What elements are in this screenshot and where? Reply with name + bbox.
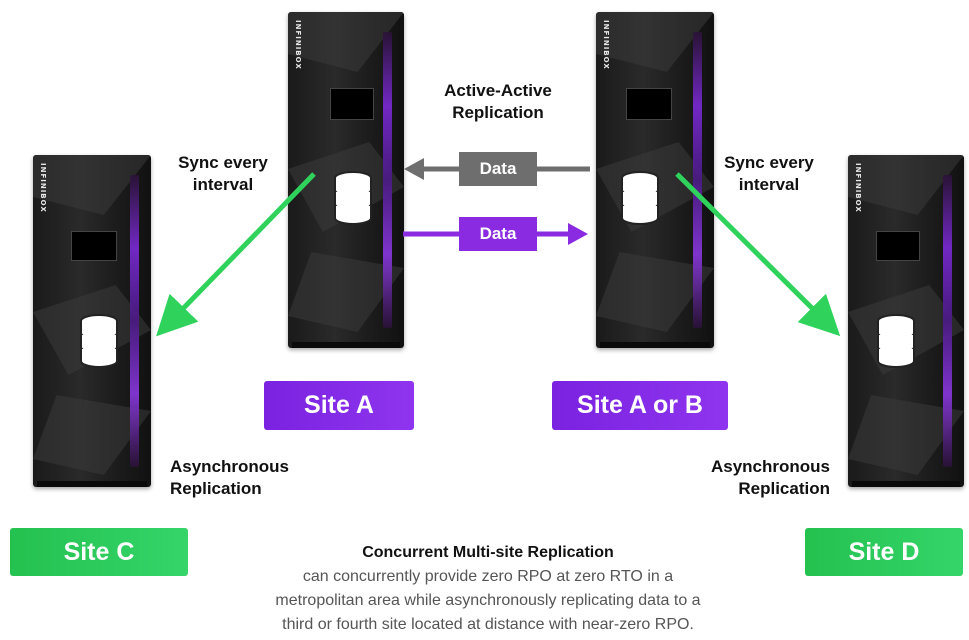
led-stripe xyxy=(943,174,952,468)
rack-display xyxy=(876,231,920,261)
rack-site-c: INFINIBOX xyxy=(33,155,151,487)
site-d-badge: Site D xyxy=(805,528,963,576)
caption-line-2: metropolitan area while asynchronously r… xyxy=(275,592,701,609)
sync-right-label: Sync every interval xyxy=(724,153,814,194)
database-icon xyxy=(334,171,372,225)
rack-display xyxy=(626,88,672,120)
data-pill-label: Data xyxy=(479,224,517,243)
data-pill-label: Data xyxy=(479,159,517,178)
active-active-label: Active-Active Replication xyxy=(444,81,552,122)
brand-label: INFINIBOX xyxy=(854,163,862,213)
async-left-label: Asynchronous Replication xyxy=(170,457,290,498)
data-pill-purple: Data xyxy=(459,217,537,251)
database-icon xyxy=(80,314,118,368)
site-a-or-b-badge: Site A or B xyxy=(552,381,728,430)
led-stripe xyxy=(130,174,139,468)
caption-title: Concurrent Multi-site Replication xyxy=(362,544,614,561)
brand-label: INFINIBOX xyxy=(602,20,610,70)
caption-block: Concurrent Multi-site Replication can co… xyxy=(248,541,728,637)
sync-left-label: Sync every interval xyxy=(178,153,268,194)
data-pill-gray: Data xyxy=(459,152,537,186)
database-icon xyxy=(621,171,659,225)
caption-line-1: can concurrently provide zero RPO at zer… xyxy=(302,568,674,585)
led-stripe xyxy=(693,32,702,328)
rack-display xyxy=(71,231,117,261)
brand-label: INFINIBOX xyxy=(294,20,302,70)
async-right-label: Asynchronous Replication xyxy=(710,457,830,498)
site-c-badge: Site C xyxy=(10,528,188,576)
led-stripe xyxy=(383,32,392,328)
gray-arrow-head xyxy=(404,158,424,180)
rack-display xyxy=(330,88,374,120)
purple-arrow-head xyxy=(568,223,588,245)
brand-label: INFINIBOX xyxy=(39,163,47,213)
site-a-badge: Site A xyxy=(264,381,414,430)
caption-line-3: third or fourth site located at distance… xyxy=(282,616,694,633)
database-icon xyxy=(877,314,915,368)
